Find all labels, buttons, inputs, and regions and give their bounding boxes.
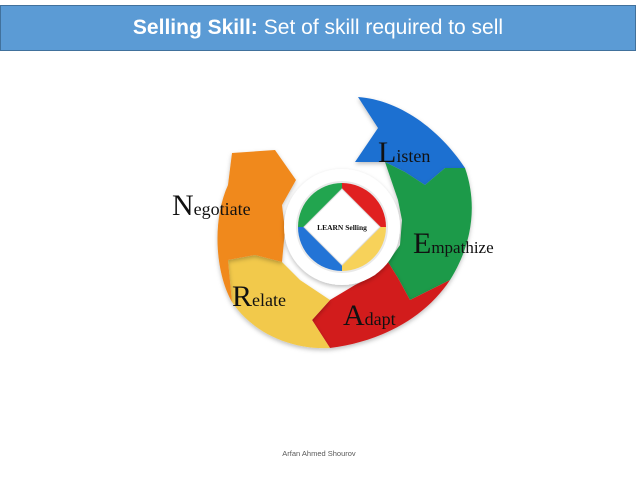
relate-segment (228, 255, 330, 349)
slide-title: Selling Skill: Set of skill required to … (0, 5, 636, 51)
title-bold: Selling Skill: (132, 16, 258, 39)
label-adapt: Adapt (343, 299, 396, 332)
label-relate: Relate (232, 280, 286, 313)
negotiate-segment (217, 150, 296, 302)
listen-segment (355, 97, 465, 185)
footer-author: Arfan Ahmed Shourov (282, 449, 356, 458)
center-label: LEARN Selling (317, 223, 367, 232)
title-rest: Set of skill required to sell (263, 16, 504, 39)
label-negotiate: Negotiate (172, 189, 251, 222)
empathize-segment (385, 162, 472, 300)
label-empathize: Empathize (413, 227, 494, 260)
center-diamond (303, 188, 381, 266)
learn-selling-diagram: LEARN Selling Listen Empathize Adapt Rel… (150, 92, 520, 362)
adapt-segment (312, 262, 450, 348)
label-listen: Listen (378, 136, 430, 169)
